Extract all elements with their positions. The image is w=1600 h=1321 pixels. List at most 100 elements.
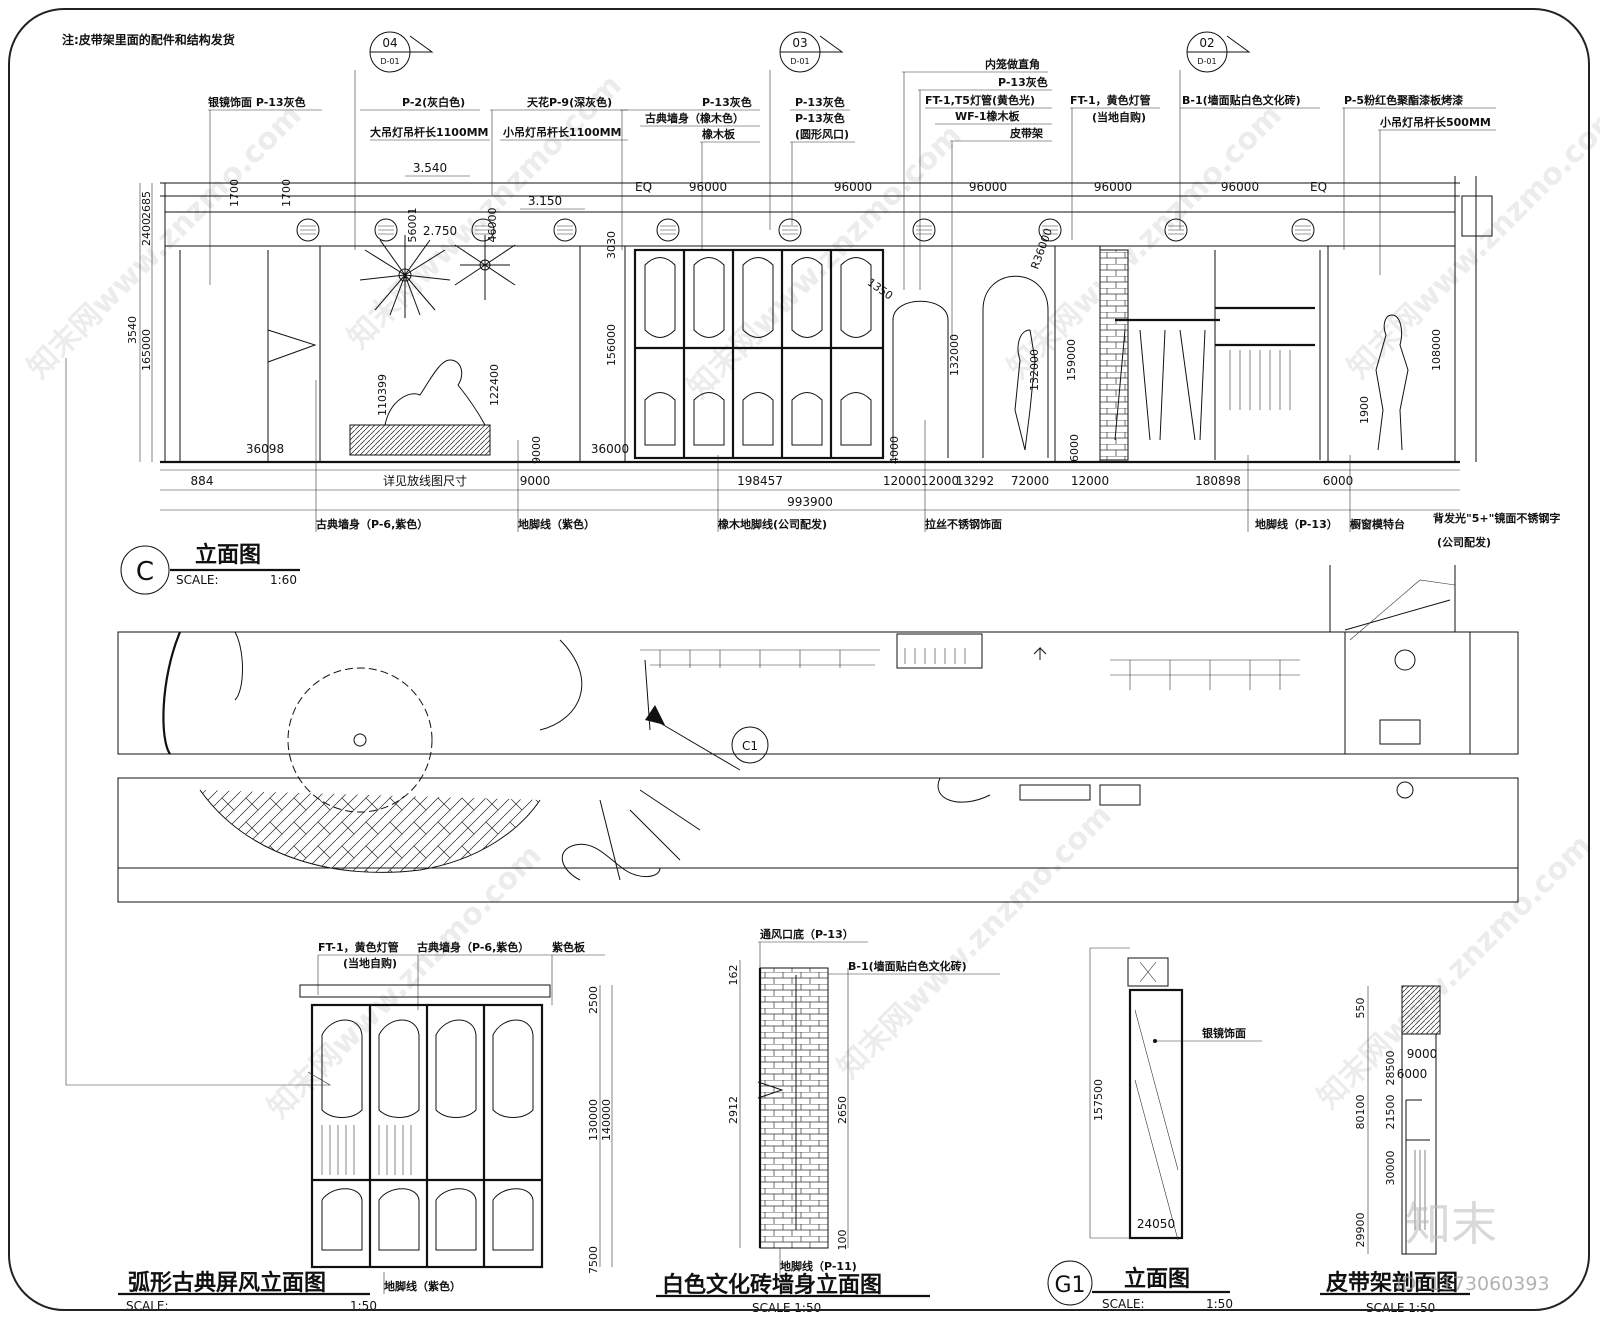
dimension: 132000 — [948, 334, 961, 376]
view-letter: C — [136, 557, 154, 587]
dimension: 2500 — [587, 986, 600, 1014]
belt-rack — [892, 275, 1049, 458]
dimension: 96000 — [689, 180, 727, 194]
leader-label: P-13灰色 — [702, 95, 752, 109]
dimension: 108000 — [1430, 329, 1443, 371]
leader-label: B-1(墙面贴白色文化砖) — [1182, 93, 1301, 107]
dimension-total: 993900 — [787, 495, 833, 509]
dimension: 1700 — [228, 179, 241, 207]
watermark: 知末网www.znzmo.com — [831, 798, 1119, 1086]
dimension: 9000 — [530, 436, 543, 464]
dimension: 156000 — [605, 324, 618, 366]
scale-value: SCALE 1:50 — [1366, 1301, 1435, 1315]
dimension: 12000 — [1071, 474, 1109, 488]
dimension: 884 — [191, 474, 214, 488]
leader-label: 大吊灯吊杆长1100MM — [370, 125, 489, 139]
dimension: 1700 — [280, 179, 293, 207]
leader-label: (当地自购) — [1092, 110, 1146, 124]
dimension: 56001 — [406, 208, 419, 243]
dimension: 7500 — [587, 1246, 600, 1274]
chandelier-icon — [359, 235, 516, 318]
view-title: 立面图 — [195, 542, 261, 568]
dimension: 122400 — [488, 364, 501, 406]
leader-label: 地脚线（紫色） — [384, 1279, 461, 1293]
section-marker-num: 04 — [382, 36, 397, 50]
section-marker-03: 03 D-01 — [769, 31, 844, 230]
dimension: 29900 — [1354, 1213, 1367, 1248]
leader-label: 天花P-9(深灰色) — [527, 95, 612, 109]
dimension: 96000 — [969, 180, 1007, 194]
leader-label: FT-1，黄色灯管 — [1070, 93, 1151, 107]
dimension: 110399 — [376, 374, 389, 416]
section-marker-ref: D-01 — [380, 57, 399, 66]
scale-label: SCALE: — [126, 1299, 169, 1313]
leader-label: (当地自购) — [343, 956, 397, 970]
dimension: 96000 — [1094, 180, 1132, 194]
dimension: 28500 — [1384, 1051, 1397, 1086]
leader-label: 小吊灯吊杆长1100MM — [502, 125, 622, 139]
dimension: 36098 — [246, 442, 284, 456]
leader-label: WF-1橡木板 — [955, 109, 1021, 123]
brand-logo-text: 知末 — [1405, 1197, 1497, 1251]
leader-label: 拉丝不锈钢饰面 — [925, 517, 1002, 531]
section-marker-04: 04 D-01 — [354, 31, 434, 250]
clothing-display — [1099, 249, 1321, 461]
dimension: 9000 — [520, 474, 551, 488]
scale-value: 1:50 — [1206, 1297, 1233, 1311]
section-marker-ref: D-01 — [790, 57, 809, 66]
leader-label: 古典墙身（P-6,紫色） — [316, 517, 428, 531]
leader-label: (圆形风口) — [795, 127, 849, 141]
dimension: 2685 — [140, 191, 153, 219]
dimension: 130000 — [587, 1099, 600, 1141]
section-marker-ref: D-01 — [1197, 57, 1216, 66]
sheet-note: 注:皮带架里面的配件和结构发货 — [62, 32, 235, 47]
scale-label: SCALE: — [176, 573, 219, 587]
dimension: 4000 — [888, 436, 901, 464]
dimension: 100 — [836, 1230, 849, 1251]
classical-cabinet — [633, 248, 885, 460]
leader-label: 橡木板 — [702, 127, 736, 141]
bottom-labels: 古典墙身（P-6,紫色） 地脚线（紫色） 橡木地脚线(公司配发) 拉丝不锈钢饰面… — [315, 380, 1560, 549]
dimension: 6000 — [1397, 1067, 1428, 1081]
section-marker-02: 02 D-01 — [1179, 31, 1251, 230]
leader-label: 小吊灯吊杆长500MM — [1379, 115, 1491, 129]
view-belt: 550 28500 9000 6000 21500 80100 30000 29… — [1320, 985, 1470, 1315]
dimension: 132000 — [1028, 349, 1041, 391]
dimension: 2400 — [140, 218, 153, 246]
leader-label: P-13灰色 — [795, 111, 845, 125]
dimension: 165000 — [140, 329, 153, 371]
leader-label: P-13灰色 — [795, 95, 845, 109]
dimension: 12000 — [921, 474, 959, 488]
plan-callout: C1 — [742, 739, 758, 753]
scale-value: 1:50 — [350, 1299, 377, 1313]
dimension: 157500 — [1092, 1079, 1105, 1121]
leader-label: 地脚线（紫色） — [518, 517, 595, 531]
dimension: 162 — [727, 965, 740, 986]
view-title: 立面图 — [1124, 1266, 1190, 1292]
dimension: 13292 — [956, 474, 994, 488]
dimension: 80100 — [1354, 1095, 1367, 1130]
watermark-layer: 知末网www.znzmo.com 知末网www.znzmo.com 知末网www… — [21, 68, 1600, 1126]
dimension: 24050 — [1137, 1217, 1175, 1231]
brand-id: ID: 1173060393 — [1396, 1273, 1550, 1295]
dimension: 9000 — [1407, 1047, 1438, 1061]
dimension: 6000 — [1068, 434, 1081, 462]
dimension: EQ — [1310, 180, 1327, 194]
dimension: 159000 — [1065, 339, 1078, 381]
scale-value: 1:60 — [270, 573, 297, 587]
dimension: 46000 — [486, 208, 499, 243]
leader-label: 古典墙身（橡木色） — [645, 111, 744, 125]
leader-label: P-5粉红色聚酯漆板烤漆 — [1344, 93, 1463, 107]
leader-label: FT-1，黄色灯管 — [318, 940, 399, 954]
dimension: 180898 — [1195, 474, 1241, 488]
section-marker-num: 03 — [792, 36, 807, 50]
leader-label: 银镜饰面 P-13灰色 — [208, 95, 306, 109]
leader-label: P-13灰色 — [998, 75, 1048, 89]
dimension: 96000 — [1221, 180, 1259, 194]
plan-view: C1 — [117, 565, 1519, 903]
leader-label: 背发光"5+"镜面不锈钢字 — [1433, 511, 1560, 525]
dimensions-top: 96000 96000 96000 96000 96000 EQ EQ 3.54… — [405, 161, 1327, 238]
leader-label: 紫色板 — [552, 940, 586, 954]
watermark: 知末网www.znzmo.com — [261, 838, 549, 1126]
